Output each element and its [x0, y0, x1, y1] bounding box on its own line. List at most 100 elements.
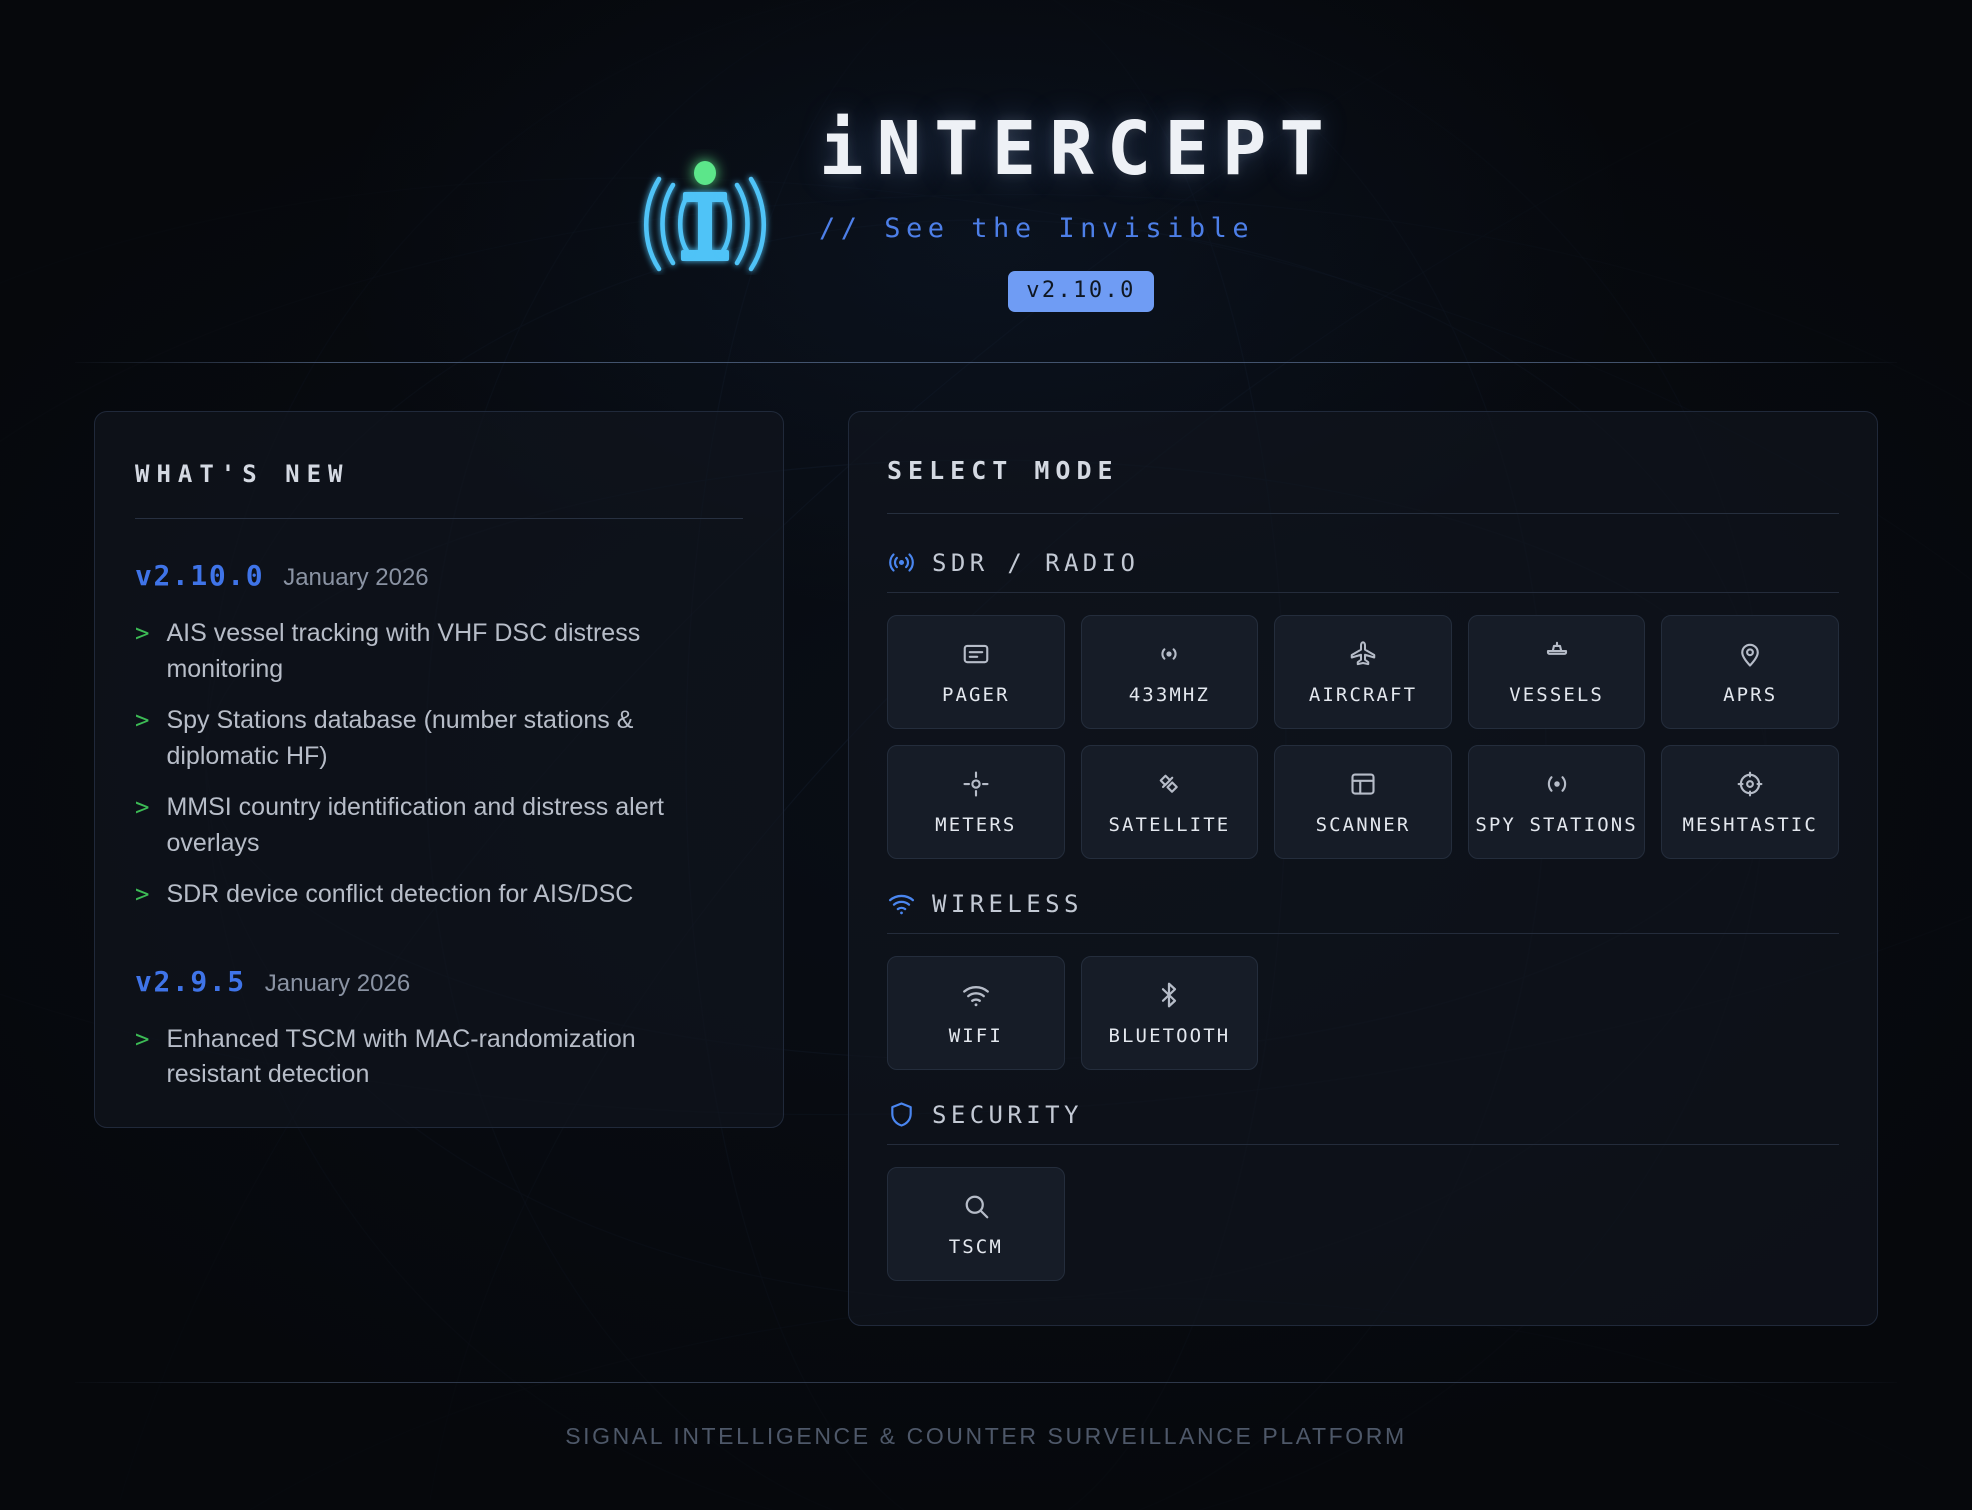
list-item-label: AIS vessel tracking with VHF DSC distres… — [166, 619, 641, 683]
mode-tile-tscm[interactable]: TSCM — [887, 1167, 1065, 1282]
mode-group-label: SECURITY — [932, 1100, 1083, 1129]
mode-tile-label: 433MHZ — [1128, 683, 1210, 706]
list-item: > MMSI country identification and distres… — [135, 790, 735, 861]
mode-tile-aircraft[interactable]: AIRCRAFT — [1274, 615, 1452, 730]
mode-tile-label: METERS — [935, 813, 1017, 836]
mode-tile-label: SPY STATIONS — [1475, 813, 1638, 836]
mode-tile-label: AIRCRAFT — [1308, 683, 1418, 706]
crosshair-icon — [961, 769, 991, 799]
ship-icon — [1542, 639, 1572, 669]
mode-group-label: SDR / RADIO — [932, 548, 1140, 577]
version-badge: v2.10.0 — [1008, 271, 1154, 313]
release-entry: v2.9.5 January 2026 >Enhanced TSCM with MA… — [135, 965, 743, 1093]
wifi-icon — [887, 889, 916, 918]
mode-tile-meters[interactable]: METERS — [887, 745, 1065, 860]
mode-group-divider — [887, 592, 1839, 594]
mode-tile-label: SATELLITE — [1108, 813, 1231, 836]
mode-tile-pager[interactable]: PAGER — [887, 615, 1065, 730]
mode-tile-label: VESSELS — [1509, 683, 1604, 706]
mode-group-list: SDR / RADIO PAGER 433MHZ AIRCRAFT VESSELS APR… — [887, 548, 1839, 1282]
shield-icon — [887, 1100, 916, 1129]
mode-tile-scanner[interactable]: SCANNER — [1274, 745, 1452, 860]
list-item-label: SDR device conflict detection for AIS/DS… — [166, 880, 634, 909]
list-item: > SDR device conflict detection for AIS/D… — [135, 877, 735, 913]
footer-text: SIGNAL INTELLIGENCE & COUNTER SURVEILLAN… — [565, 1423, 1407, 1450]
mode-group-header: SDR / RADIO — [887, 548, 1839, 577]
broadcast-i-icon — [635, 149, 775, 275]
chevron-right-icon: > — [135, 619, 150, 648]
mode-group-divider — [887, 1144, 1839, 1146]
mode-tile-label: TSCM — [948, 1235, 1003, 1258]
satellite-icon — [1154, 769, 1184, 799]
mode-tile-grid: PAGER 433MHZ AIRCRAFT VESSELS APRS METERS SATE… — [887, 615, 1839, 860]
release-items: > AIS vessel tracking with VHF DSC distre… — [135, 616, 743, 913]
mode-tile-label: PAGER — [941, 683, 1010, 706]
mode-tile-spy-stations[interactable]: SPY STATIONS — [1467, 745, 1646, 860]
list-item-label: MMSI country identification and distress… — [166, 793, 664, 857]
release-entry: v2.10.0 January 2026 > AIS vessel tracking … — [135, 559, 743, 913]
radio-dot-icon — [1542, 769, 1572, 799]
select-mode-divider — [887, 513, 1839, 515]
mode-tile-label: APRS — [1723, 683, 1778, 706]
chevron-right-icon: > — [135, 793, 150, 822]
wifi-icon — [961, 980, 991, 1010]
whats-new-divider — [135, 518, 743, 520]
list-item-label: Enhanced TSCM with MAC-randomization res… — [166, 1024, 636, 1089]
magnifier-icon — [961, 1191, 991, 1221]
radio-signal-icon — [887, 548, 916, 577]
tagline: // See the Invisible — [819, 213, 1255, 245]
page-title: iNTERCEPT — [819, 106, 1337, 192]
list-item: > Spy Stations database (number stations … — [135, 703, 735, 774]
message-card-icon — [961, 639, 991, 669]
target-circle-icon — [1735, 769, 1765, 799]
mode-group: WIRELESS WIFI BLUETOOTH — [887, 889, 1839, 1071]
release-header: v2.9.5 January 2026 — [135, 965, 743, 998]
mode-group-header: SECURITY — [887, 1100, 1839, 1129]
mode-tile-label: WIFI — [948, 1024, 1003, 1047]
release-date: January 2026 — [264, 969, 411, 997]
mode-tile-label: BLUETOOTH — [1108, 1024, 1231, 1047]
mode-tile-label: SCANNER — [1315, 813, 1411, 836]
mode-tile-aprs[interactable]: APRS — [1661, 615, 1839, 730]
mode-group-header: WIRELESS — [887, 889, 1839, 918]
release-version: v2.10.0 — [135, 559, 265, 593]
chevron-right-icon: > — [135, 706, 150, 735]
list-item: > AIS vessel tracking with VHF DSC distre… — [135, 616, 735, 687]
mode-tile-label: MESHTASTIC — [1682, 813, 1818, 836]
mode-tile-grid: TSCM — [887, 1167, 1839, 1282]
release-version: v2.9.5 — [135, 964, 246, 998]
bluetooth-icon — [1154, 980, 1184, 1010]
radio-signal-small-icon — [1154, 639, 1184, 669]
mode-tile-satellite[interactable]: SATELLITE — [1080, 745, 1259, 860]
mode-tile-vessels[interactable]: VESSELS — [1467, 615, 1646, 730]
mode-tile-wifi[interactable]: WIFI — [887, 956, 1065, 1071]
mode-group-divider — [887, 933, 1839, 935]
mode-group: SDR / RADIO PAGER 433MHZ AIRCRAFT VESSELS APR… — [887, 548, 1839, 860]
mode-group-label: WIRELESS — [932, 889, 1083, 918]
version-badge-wrap: v2.10.0 — [819, 244, 1337, 313]
release-date: January 2026 — [283, 564, 429, 592]
brand-row: iNTERCEPT // See the Invisible v2.10.0 — [635, 106, 1337, 313]
chevron-right-icon: > — [135, 880, 150, 909]
mode-tile-meshtastic[interactable]: MESHTASTIC — [1661, 745, 1839, 860]
footer-divider — [75, 1382, 1897, 1384]
list-item: >Enhanced TSCM with MAC-randomization re… — [135, 1022, 735, 1093]
list-item-label: Spy Stations database (number stations &… — [166, 706, 634, 770]
mode-tile-bluetooth[interactable]: BLUETOOTH — [1080, 956, 1259, 1071]
mode-group: SECURITY TSCM — [887, 1100, 1839, 1282]
whats-new-title: WHAT'S NEW — [135, 460, 350, 489]
release-header: v2.10.0 January 2026 — [135, 559, 743, 592]
release-items: >Enhanced TSCM with MAC-randomization re… — [135, 1022, 743, 1093]
airplane-icon — [1348, 639, 1378, 669]
page-header: iNTERCEPT // See the Invisible v2.10.0 — [0, 0, 1972, 313]
brand-text: iNTERCEPT // See the Invisible v2.10.0 — [819, 106, 1337, 313]
mode-tile-grid: WIFI BLUETOOTH — [887, 956, 1839, 1071]
panel-layout-icon — [1348, 769, 1378, 799]
mode-tile-433mhz[interactable]: 433MHZ — [1080, 615, 1259, 730]
map-pin-icon — [1735, 639, 1765, 669]
